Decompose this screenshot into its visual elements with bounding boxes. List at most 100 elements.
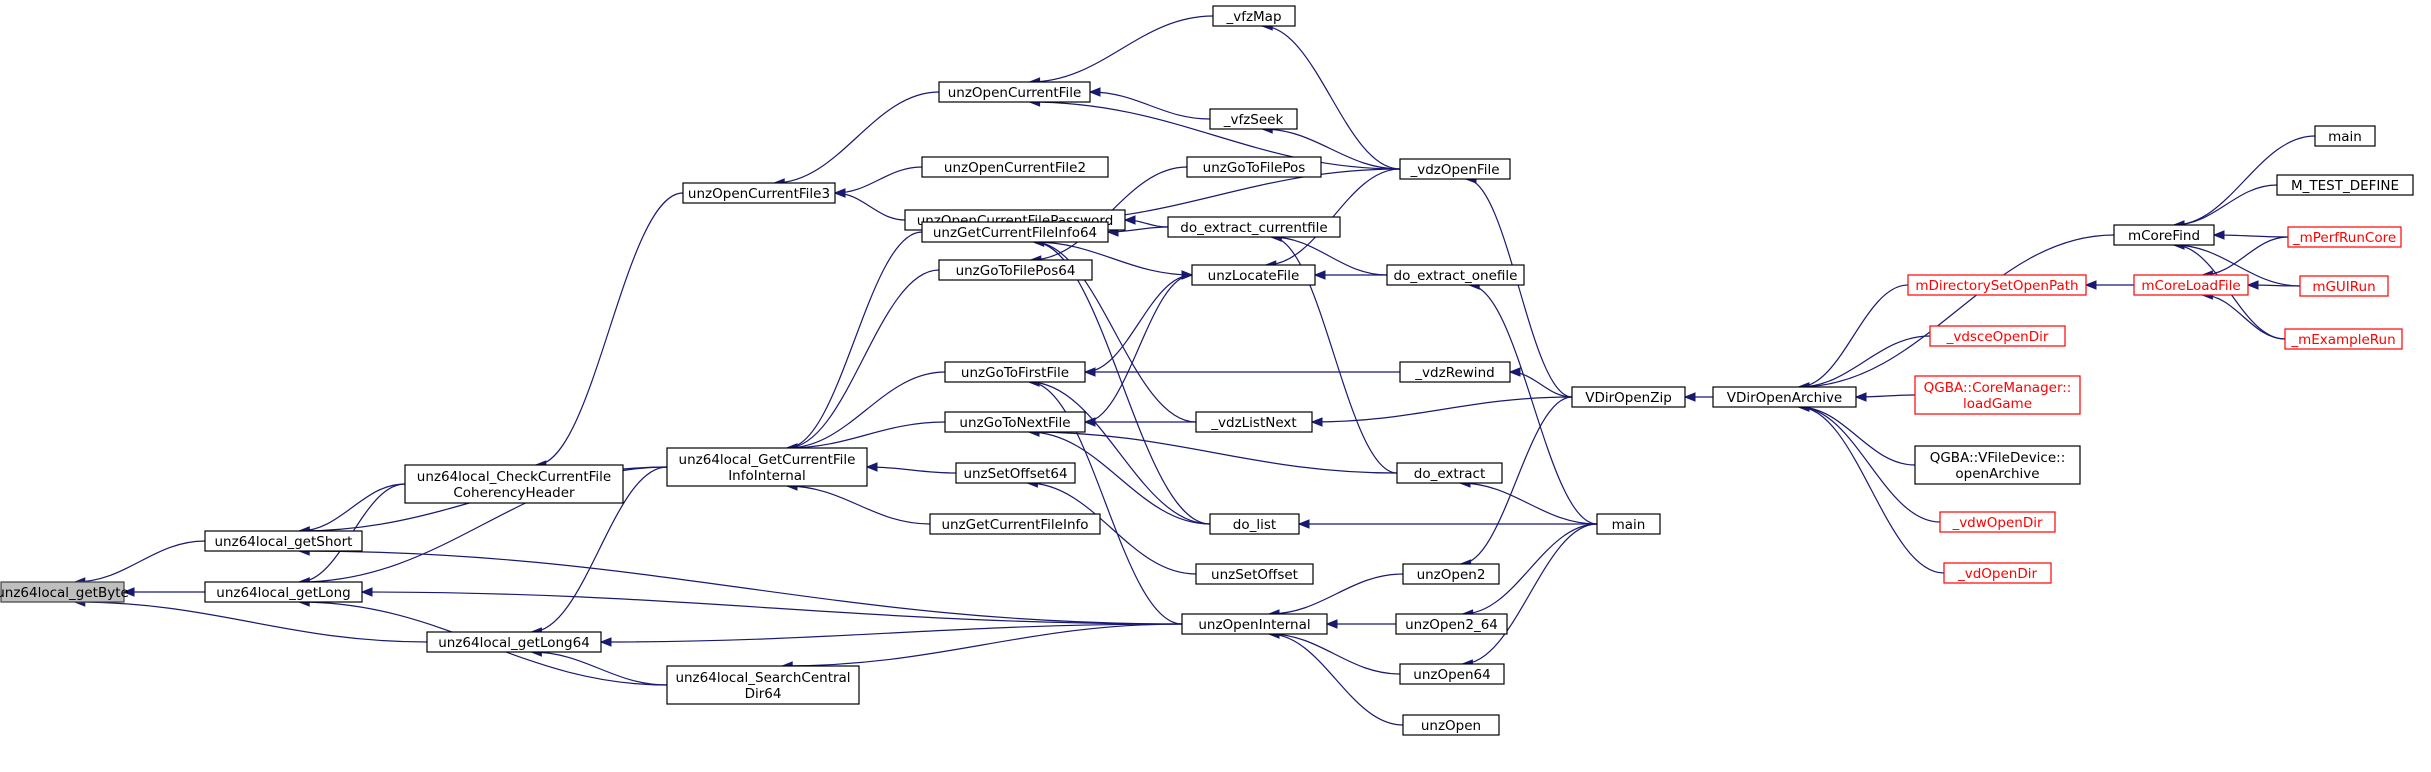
node-box[interactable]	[1212, 5, 1296, 27]
node-box[interactable]	[1571, 386, 1686, 408]
node-gonext[interactable]: unzGoToNextFile	[944, 411, 1086, 433]
node-box[interactable]	[1939, 511, 2056, 533]
node-box[interactable]	[0, 581, 125, 603]
node-box[interactable]	[1929, 325, 2066, 347]
node-extractcur[interactable]: do_extract_currentfile	[1167, 216, 1341, 238]
node-box[interactable]	[1907, 274, 2087, 296]
node-box[interactable]	[1386, 264, 1525, 286]
node-opencf3[interactable]: unzOpenCurrentFile3	[682, 182, 836, 204]
node-vdiropenarchive[interactable]: VDirOpenArchive	[1712, 386, 1857, 408]
node-box[interactable]	[1209, 513, 1300, 535]
node-opencf[interactable]: unzOpenCurrentFile	[938, 81, 1091, 103]
node-mcoreloadfile[interactable]: mCoreLoadFile	[2133, 274, 2249, 296]
node-gofirst[interactable]: unzGoToFirstFile	[944, 361, 1086, 383]
node-box[interactable]	[938, 81, 1091, 103]
node-box[interactable]	[2299, 275, 2389, 297]
node-box[interactable]	[955, 462, 1076, 484]
node-box[interactable]	[1395, 613, 1508, 635]
node-getlong[interactable]: unz64local_getLong	[204, 581, 363, 603]
node-box[interactable]	[666, 665, 860, 705]
node-checkcoh[interactable]: unz64local_CheckCurrentFileCoherencyHead…	[404, 464, 624, 504]
node-gotofilepos[interactable]: unzGoToFilePos	[1186, 156, 1322, 178]
node-box[interactable]	[1181, 613, 1328, 635]
node-box[interactable]	[1396, 462, 1503, 484]
node-opencf2[interactable]: unzOpenCurrentFile2	[921, 156, 1109, 178]
node-box[interactable]	[1399, 663, 1505, 685]
node-vdzrewind[interactable]: _vdzRewind	[1399, 361, 1511, 383]
node-mguirun[interactable]: mGUIRun	[2299, 275, 2389, 297]
node-box[interactable]	[2133, 274, 2249, 296]
node-box[interactable]	[404, 464, 624, 504]
node-getlong64[interactable]: unz64local_getLong64	[426, 631, 602, 653]
node-box[interactable]	[204, 581, 363, 603]
arrowhead-icon	[2212, 230, 2225, 240]
node-vdsceopendir[interactable]: _vdsceOpenDir	[1929, 325, 2066, 347]
node-dolist[interactable]: do_list	[1209, 513, 1300, 535]
node-open2_64[interactable]: unzOpen2_64	[1395, 613, 1508, 635]
node-box[interactable]	[426, 631, 602, 653]
node-box[interactable]	[1195, 563, 1314, 585]
node-vdopendir[interactable]: _vdOpenDir	[1943, 562, 2052, 584]
node-box[interactable]	[1914, 445, 2081, 485]
node-box[interactable]	[1402, 563, 1500, 585]
node-open[interactable]: unzOpen	[1402, 714, 1500, 736]
node-box[interactable]	[204, 530, 363, 552]
node-setoffset[interactable]: unzSetOffset	[1195, 563, 1314, 585]
node-box[interactable]	[921, 156, 1109, 178]
node-vfzmap[interactable]: _vfzMap	[1212, 5, 1296, 27]
node-box[interactable]	[921, 221, 1109, 243]
node-box[interactable]	[1402, 714, 1500, 736]
node-mexamplerun[interactable]: _mExampleRun	[2284, 328, 2403, 350]
node-box[interactable]	[2314, 125, 2376, 147]
node-box[interactable]	[1167, 216, 1341, 238]
node-mcorefind[interactable]: mCoreFind	[2113, 224, 2215, 246]
node-vdwopendir[interactable]: _vdwOpenDir	[1939, 511, 2056, 533]
node-box[interactable]	[2287, 226, 2402, 248]
node-vdzlistnext[interactable]: _vdzListNext	[1195, 411, 1313, 433]
node-getshort[interactable]: unz64local_getShort	[204, 530, 363, 552]
node-gotofilepos64[interactable]: unzGoToFilePos64	[938, 259, 1093, 281]
node-vdiropenzip[interactable]: VDirOpenZip	[1571, 386, 1686, 408]
node-getcfi64[interactable]: unzGetCurrentFileInfo64	[921, 221, 1109, 243]
node-box[interactable]	[1399, 361, 1511, 383]
node-mainmini[interactable]: main	[1596, 513, 1661, 535]
node-getcfi0[interactable]: unzGetCurrentFileInfo	[929, 513, 1101, 535]
node-box[interactable]	[666, 447, 868, 487]
node-vfzseek[interactable]: _vfzSeek	[1209, 108, 1298, 130]
node-coremanager[interactable]: QGBA::CoreManager::loadGame	[1914, 375, 2081, 415]
node-box[interactable]	[1191, 264, 1316, 286]
node-box[interactable]	[938, 259, 1093, 281]
node-box[interactable]	[944, 361, 1086, 383]
node-box[interactable]	[2276, 174, 2414, 196]
node-vdzopenfile[interactable]: _vdzOpenFile	[1399, 158, 1511, 180]
node-box[interactable]	[2113, 224, 2215, 246]
node-maintop[interactable]: main	[2314, 125, 2376, 147]
node-label: unzOpen	[1421, 718, 1481, 734]
node-box[interactable]	[682, 182, 836, 204]
node-box[interactable]	[1186, 156, 1322, 178]
node-box[interactable]	[2284, 328, 2403, 350]
node-open64[interactable]: unzOpen64	[1399, 663, 1505, 685]
node-box[interactable]	[944, 411, 1086, 433]
node-box[interactable]	[1399, 158, 1511, 180]
node-getbyte[interactable]: unz64local_getByte	[0, 581, 129, 603]
node-mperfruncore[interactable]: _mPerfRunCore	[2287, 226, 2402, 248]
node-open2[interactable]: unzOpen2	[1402, 563, 1500, 585]
node-vfiledevice[interactable]: QGBA::VFileDevice::openArchive	[1914, 445, 2081, 485]
node-doextract[interactable]: do_extract	[1396, 462, 1503, 484]
node-box[interactable]	[1914, 375, 2081, 415]
node-box[interactable]	[1596, 513, 1661, 535]
node-mdirset[interactable]: mDirectorySetOpenPath	[1907, 274, 2087, 296]
node-box[interactable]	[1195, 411, 1313, 433]
node-locatefile[interactable]: unzLocateFile	[1191, 264, 1316, 286]
node-openinternal[interactable]: unzOpenInternal	[1181, 613, 1328, 635]
node-extractone[interactable]: do_extract_onefile	[1386, 264, 1525, 286]
node-box[interactable]	[929, 513, 1101, 535]
node-box[interactable]	[1712, 386, 1857, 408]
node-setoffset64[interactable]: unzSetOffset64	[955, 462, 1076, 484]
node-box[interactable]	[1943, 562, 2052, 584]
node-mtestdefine[interactable]: M_TEST_DEFINE	[2276, 174, 2414, 196]
node-box[interactable]	[1209, 108, 1298, 130]
